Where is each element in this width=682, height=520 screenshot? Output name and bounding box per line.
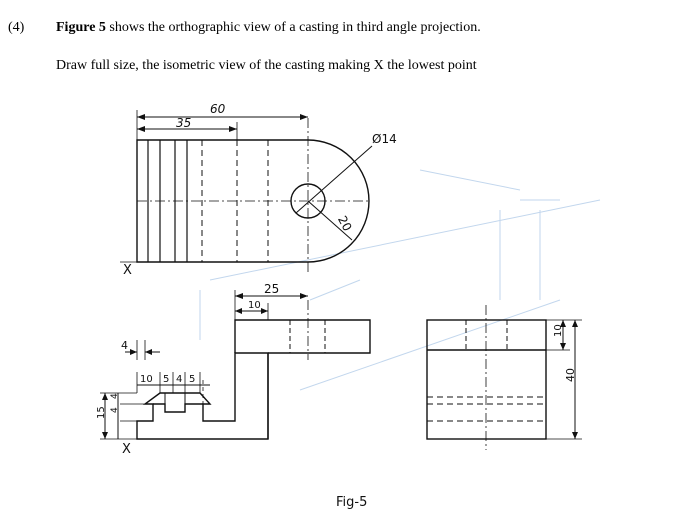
front-view	[100, 290, 371, 440]
question-line-2: Draw full size, the isometric view of th…	[56, 58, 477, 73]
plan-x-label: X	[123, 263, 132, 278]
dim-25: 25	[264, 282, 279, 296]
dim-4-top: 4	[121, 339, 128, 352]
side-view	[426, 305, 582, 450]
front-x-label: X	[122, 442, 131, 457]
side-outline	[426, 319, 547, 440]
side-dim-40: 40	[564, 368, 577, 382]
dim-10: 10	[140, 374, 153, 385]
dim-4-side-b: 4	[110, 407, 120, 413]
question-line-1-text: shows the orthographic view of a casting…	[105, 20, 481, 35]
dim-60: 60	[210, 102, 226, 116]
side-dim-10: 10	[553, 324, 564, 337]
plan-outline	[136, 139, 370, 263]
dim-5-a: 5	[163, 374, 169, 385]
dim-35: 35	[176, 116, 191, 130]
question-number: (4)	[8, 20, 25, 35]
ghost-background	[199, 169, 601, 391]
plan-view	[120, 110, 373, 275]
front-outline	[136, 352, 269, 440]
dim-4-side-a: 4	[110, 393, 120, 399]
figure-reference: Figure 5	[56, 20, 106, 35]
dim-4-b: 4	[176, 374, 182, 385]
dim-10-top: 10	[248, 300, 261, 311]
dim-15: 15	[96, 406, 107, 419]
figure-caption: Fig-5	[336, 495, 367, 510]
question-line-1: Figure 5 shows the orthographic view of …	[56, 20, 481, 36]
dim-radius-20: 20	[335, 213, 355, 233]
plan-hole	[290, 183, 326, 219]
dim-hole-diameter: Ø14	[372, 132, 397, 146]
dim-5-b: 5	[189, 374, 195, 385]
